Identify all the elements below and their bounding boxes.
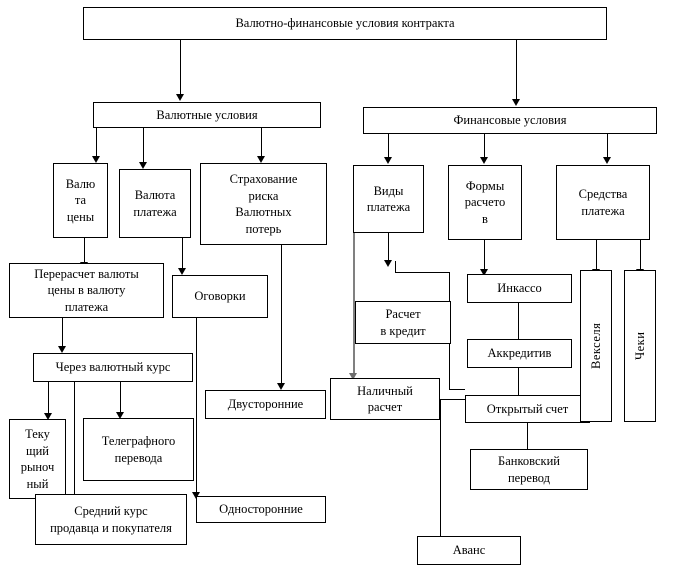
node-telegraph-transfer-label: Телеграфного перевода: [101, 434, 176, 465]
node-bank-transfer-label: Банковский перевод: [498, 454, 560, 485]
connector-cash-to-advance-v: [440, 399, 442, 551]
arrowhead-types-to-credit: [384, 260, 392, 267]
connector-viarate-to-telegraph: [120, 381, 122, 413]
node-root-label: Валютно-финансовые условия контракта: [235, 16, 455, 31]
connector-collection-to-loc: [518, 303, 520, 340]
node-price-currency-label: Валю та цены: [65, 176, 96, 224]
connector-credit-elbow-top: [395, 272, 450, 274]
node-payment-types-label: Виды платежа: [366, 183, 411, 215]
arrowhead-currency-to-paycur: [139, 162, 147, 169]
node-credit-settlement[interactable]: Расчет в кредит: [355, 301, 451, 344]
arrowhead-recalc-to-viarate: [58, 346, 66, 353]
connector-viarate-to-average: [74, 381, 76, 494]
node-recalculation[interactable]: Перерасчет валюты цены в валюту платежа: [9, 263, 164, 318]
arrowhead-viarate-to-telegraph: [116, 412, 124, 419]
connector-forms-to-collection: [484, 240, 486, 270]
node-unilateral[interactable]: Односторонние: [196, 496, 326, 523]
node-recalculation-label: Перерасчет валюты цены в валюту платежа: [34, 266, 139, 314]
arrowhead-types-to-cash: [349, 373, 357, 380]
connector-currency-to-risk: [261, 127, 263, 157]
arrowhead-financial-to-types: [384, 157, 392, 164]
node-average-rate[interactable]: Средний курс продавца и покупателя: [35, 494, 187, 545]
node-advance[interactable]: Аванс: [417, 536, 521, 565]
node-credit-settlement-label: Расчет в кредит: [380, 307, 426, 338]
node-collection-label: Инкассо: [497, 281, 542, 296]
node-current-market[interactable]: Теку щий рыноч ный: [9, 419, 66, 499]
connector-openaccount-to-banktransfer: [527, 418, 529, 449]
node-bilateral[interactable]: Двусторонние: [205, 390, 326, 419]
connector-price-to-recalc: [84, 237, 86, 263]
node-payment-types[interactable]: Виды платежа: [353, 165, 424, 233]
node-letter-of-credit[interactable]: Аккредитив: [467, 339, 572, 368]
connector-loc-to-openaccount: [518, 368, 520, 396]
node-risk-insurance-label: Страхование риска Валютных потерь: [229, 172, 298, 236]
connector-root-to-financial: [516, 40, 518, 100]
node-financial-conditions[interactable]: Финансовые условия: [363, 107, 657, 134]
node-cheques-label: Чеки: [632, 331, 647, 361]
connector-credit-elbow-bottom: [449, 389, 465, 391]
connector-credit-elbow-right: [395, 261, 397, 273]
node-via-rate-label: Через валютный курс: [55, 360, 171, 375]
node-root[interactable]: Валютно-финансовые условия контракта: [83, 7, 607, 40]
connector-root-to-currency: [180, 40, 182, 95]
node-via-rate[interactable]: Через валютный курс: [33, 353, 193, 382]
node-settlement-forms-label: Формы расчето в: [464, 178, 506, 226]
connector-clauses-to-unilateral: [196, 317, 198, 493]
node-bills-of-exchange[interactable]: Векселя: [580, 270, 612, 422]
arrowhead-forms-to-collection: [480, 269, 488, 276]
connector-financial-to-types: [388, 133, 390, 158]
node-unilateral-label: Односторонние: [219, 502, 303, 517]
connector-types-to-cash: [353, 233, 356, 374]
node-letter-of-credit-label: Аккредитив: [487, 346, 552, 361]
node-current-market-label: Теку щий рыноч ный: [20, 427, 55, 491]
connector-types-to-credit-stub: [388, 233, 390, 261]
arrowhead-financial-to-forms: [480, 157, 488, 164]
node-bank-transfer[interactable]: Банковский перевод: [470, 449, 588, 490]
arrowhead-currency-to-price: [92, 156, 100, 163]
connector-recalc-to-viarate: [62, 317, 64, 347]
node-cash-settlement[interactable]: Наличный расчет: [330, 378, 440, 420]
node-financial-conditions-label: Финансовые условия: [453, 113, 567, 128]
node-payment-currency[interactable]: Валюта платежа: [119, 169, 191, 238]
node-price-currency[interactable]: Валю та цены: [53, 163, 108, 238]
node-payment-currency-label: Валюта платежа: [133, 188, 177, 219]
connector-financial-to-forms: [484, 133, 486, 158]
node-clauses-label: Оговорки: [194, 289, 246, 304]
node-clauses[interactable]: Оговорки: [172, 275, 268, 318]
node-average-rate-label: Средний курс продавца и покупателя: [50, 504, 172, 535]
node-currency-conditions-label: Валютные условия: [156, 107, 258, 122]
arrowhead-risk-to-bilateral: [277, 383, 285, 390]
node-cash-settlement-label: Наличный расчет: [357, 383, 413, 415]
connector-currency-to-paycur: [143, 127, 145, 163]
connector-cash-to-openaccount: [440, 399, 465, 401]
arrowhead-financial-to-means: [603, 157, 611, 164]
node-risk-insurance[interactable]: Страхование риска Валютных потерь: [200, 163, 327, 245]
node-advance-label: Аванс: [452, 543, 486, 558]
arrowhead-currency-to-risk: [257, 156, 265, 163]
node-open-account-label: Открытый счет: [486, 401, 569, 416]
arrowhead-viarate-to-current: [44, 413, 52, 420]
node-open-account[interactable]: Открытый счет: [465, 395, 590, 423]
node-payment-means-label: Средства платежа: [578, 187, 628, 218]
connector-means-to-cheques: [640, 240, 642, 270]
node-cheques[interactable]: Чеки: [624, 270, 656, 422]
node-collection[interactable]: Инкассо: [467, 274, 572, 303]
node-bills-of-exchange-label: Векселя: [588, 322, 603, 370]
connector-paycur-to-clauses: [182, 237, 184, 269]
node-currency-conditions[interactable]: Валютные условия: [93, 102, 321, 128]
node-telegraph-transfer[interactable]: Телеграфного перевода: [83, 418, 194, 481]
connector-financial-to-means: [607, 133, 609, 158]
connector-risk-to-bilateral: [281, 244, 283, 384]
connector-currency-to-price: [96, 127, 98, 157]
arrowhead-paycur-to-clauses: [178, 268, 186, 275]
node-settlement-forms[interactable]: Формы расчето в: [448, 165, 522, 240]
node-bilateral-label: Двусторонние: [227, 397, 304, 412]
arrowhead-root-to-currency: [176, 94, 184, 101]
connector-viarate-to-current: [48, 381, 50, 414]
arrowhead-root-to-financial: [512, 99, 520, 106]
connector-means-to-bills: [596, 240, 598, 270]
arrowhead-clauses-to-unilateral: [192, 492, 200, 499]
node-payment-means[interactable]: Средства платежа: [556, 165, 650, 240]
